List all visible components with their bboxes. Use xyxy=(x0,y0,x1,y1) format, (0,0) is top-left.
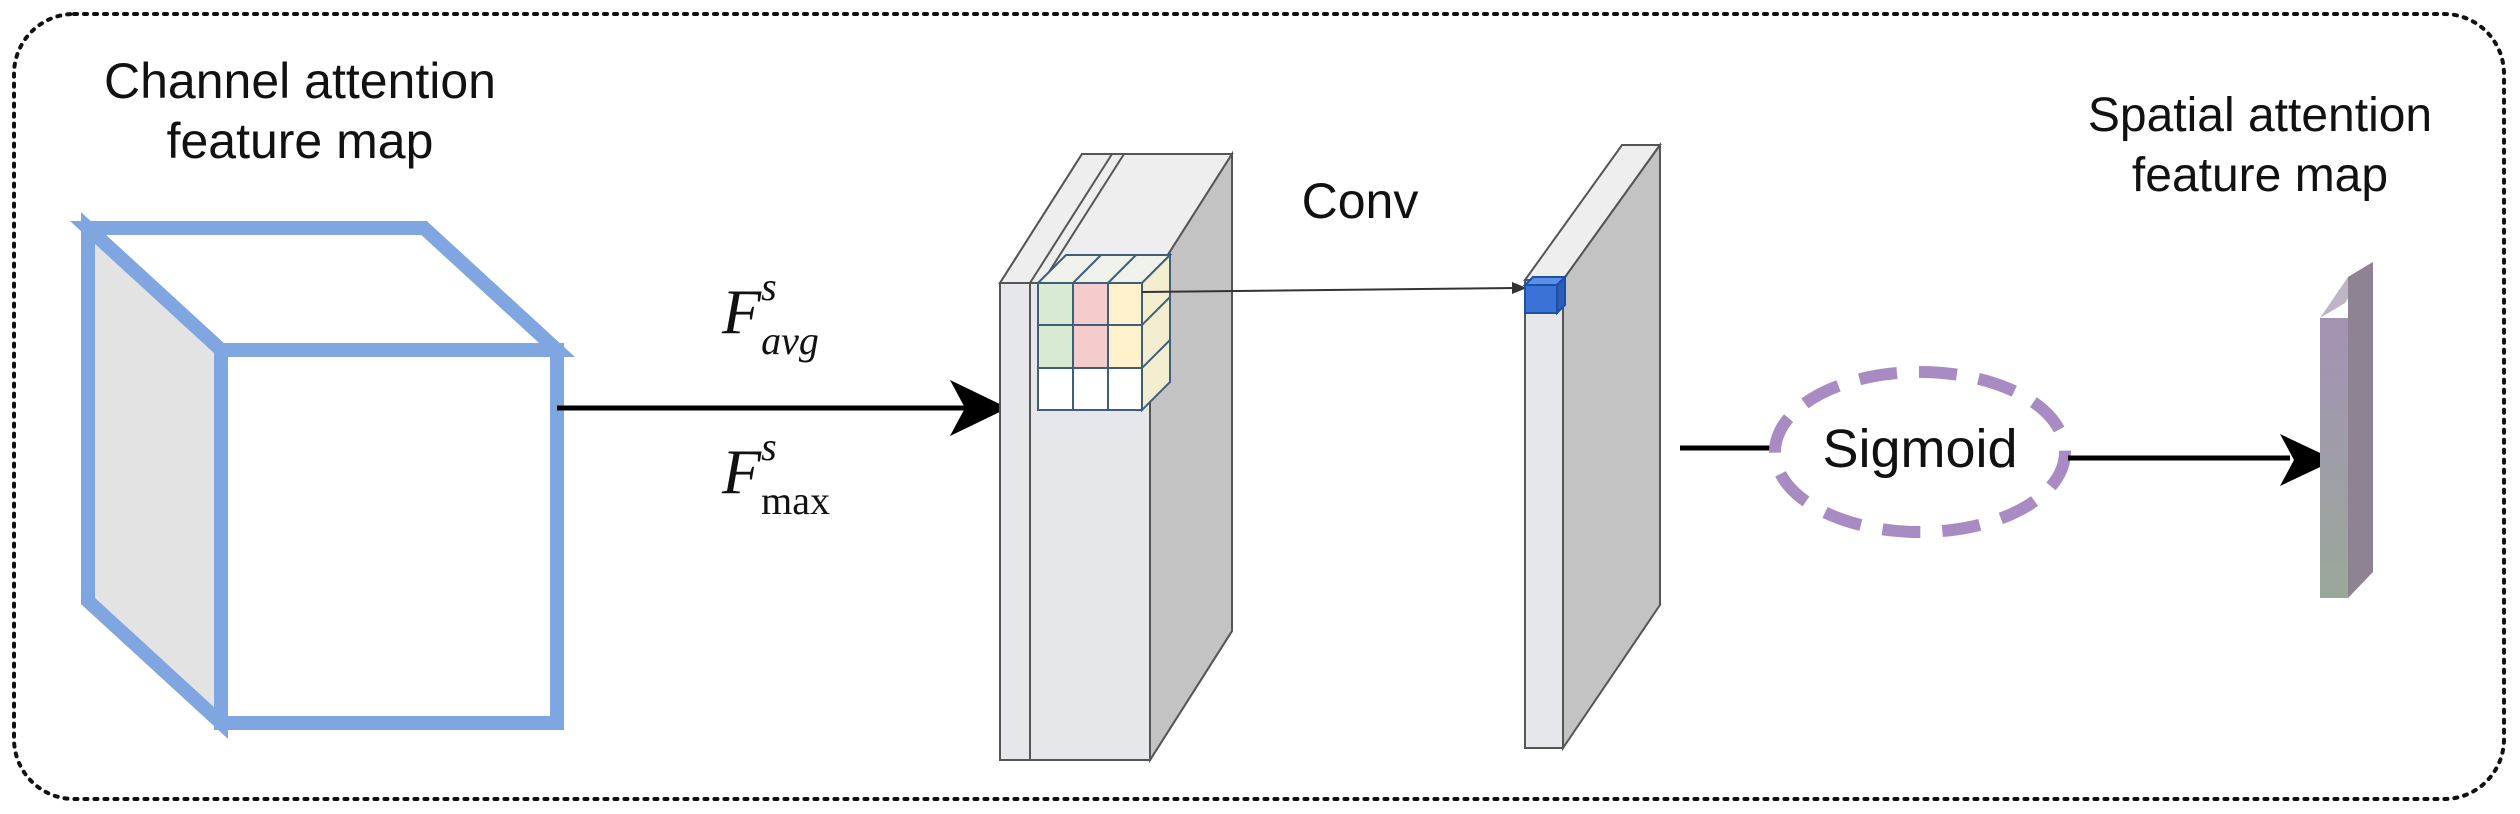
kernel-cell xyxy=(1037,367,1074,411)
pooling-arrow-head xyxy=(950,380,1008,436)
sigmoid-ellipse xyxy=(1769,366,2071,538)
kernel-cell xyxy=(1107,367,1143,411)
cube-front-face xyxy=(214,343,564,730)
conv-projection-line xyxy=(1141,287,1516,293)
kernel-side-line xyxy=(1141,296,1171,326)
kernel-side-line xyxy=(1141,339,1171,369)
output-map-side xyxy=(2348,262,2373,598)
output-label-line2: feature map xyxy=(2131,149,2389,202)
kernel-cell xyxy=(1037,324,1074,369)
conv-output-map xyxy=(1522,141,1662,752)
outer-dotted-frame xyxy=(12,12,2506,801)
output-map-front xyxy=(2320,318,2348,598)
formula-avg-sub: avg xyxy=(761,318,819,363)
kernel-cell xyxy=(1072,324,1109,369)
formula-max-base: F xyxy=(722,436,762,507)
formula-max-sub: max xyxy=(761,478,830,523)
conv-output-cell-side xyxy=(1556,274,1566,316)
slab-top-divider-2 xyxy=(1041,153,1125,284)
conv-map-front xyxy=(1524,279,1564,749)
formula-max-sup: s xyxy=(761,424,777,469)
kernel-cell xyxy=(1072,367,1109,411)
conv-projection-head xyxy=(1512,282,1527,294)
output-arrow-head xyxy=(2280,434,2335,486)
conv-label: Conv xyxy=(1301,173,1419,229)
kernel-side xyxy=(1141,252,1171,413)
input-feature-cube xyxy=(70,212,575,739)
conv-output-cell xyxy=(1524,284,1558,314)
kernel-top-line xyxy=(1072,254,1102,284)
formula-avg-sup: s xyxy=(761,264,777,309)
kernel-cell xyxy=(1107,324,1143,369)
formula-avg-base: F xyxy=(722,276,762,347)
conv-kernel-3x3 xyxy=(1035,252,1173,413)
input-label-line1: Channel attention xyxy=(104,53,496,109)
kernel-top-line xyxy=(1107,254,1137,284)
kernel-cell xyxy=(1037,282,1074,326)
output-label-line1: Spatial attention xyxy=(2087,89,2433,142)
sigmoid-label: Sigmoid xyxy=(1822,419,2018,479)
kernel-cell xyxy=(1107,282,1143,326)
kernel-cell xyxy=(1072,282,1109,326)
input-label-line2: feature map xyxy=(166,113,434,169)
output-attention-map xyxy=(2320,262,2373,598)
slab-top-divider xyxy=(1029,153,1113,284)
